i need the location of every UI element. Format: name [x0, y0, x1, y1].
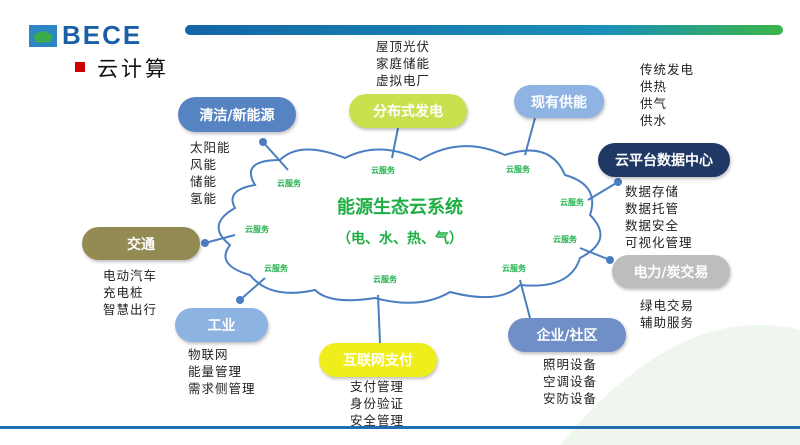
background-arc: [560, 324, 800, 445]
list-item: 家庭储能: [376, 56, 431, 71]
list-item: 智慧出行: [103, 302, 158, 317]
list-item: 空调设备: [543, 374, 598, 389]
list-item: 屋顶光伏: [376, 39, 431, 54]
list-item: 支付管理: [350, 379, 405, 394]
list-item: 绿电交易: [640, 298, 695, 313]
node-enterprise-community: 企业/社区: [508, 318, 626, 352]
node-power-carbon-trade: 电力/炭交易: [612, 255, 730, 288]
list-item: 数据存储: [625, 184, 680, 199]
list-existing: 传统发电供热供气供水: [640, 61, 694, 129]
node-internet-payment: 互联网支付: [319, 343, 437, 377]
node-industry: 工业: [175, 308, 268, 342]
cloud-service-label: 云服务: [502, 264, 526, 273]
cloud-service-label: 云服务: [264, 264, 288, 273]
list-item: 风能: [190, 157, 218, 172]
cloud-service-label: 云服务: [371, 166, 395, 175]
list-distributed: 屋顶光伏家庭储能虚拟电厂: [376, 38, 430, 89]
list-item: 太阳能: [190, 140, 231, 155]
cloud-outline: [217, 145, 602, 304]
list-item: 身份验证: [350, 396, 405, 411]
logo: BECE: [28, 20, 142, 51]
list-item: 充电桩: [103, 285, 144, 300]
list-item: 物联网: [188, 347, 229, 362]
cloud-service-label: 云服务: [373, 275, 397, 284]
list-item: 供热: [640, 79, 668, 94]
list-item: 安全管理: [350, 413, 405, 428]
cloud-service-label: 云服务: [245, 225, 269, 234]
list-item: 供气: [640, 96, 668, 111]
list-industry: 物联网能量管理需求侧管理: [188, 346, 256, 397]
slide-title: 云计算: [97, 57, 169, 81]
node-cloud-datacenter: 云平台数据中心: [598, 143, 730, 177]
logo-temple-icon: [28, 23, 58, 48]
list-item: 数据安全: [625, 218, 680, 233]
list-item: 虚拟电厂: [376, 73, 431, 88]
list-community: 照明设备空调设备安防设备: [543, 356, 597, 407]
list-datacenter: 数据存储数据托管数据安全可视化管理: [625, 183, 693, 251]
connectors: [201, 117, 622, 344]
footer-line: [0, 426, 800, 429]
list-item: 供水: [640, 113, 668, 128]
list-item: 需求侧管理: [188, 381, 256, 396]
list-item: 能量管理: [188, 364, 243, 379]
list-payment: 支付管理身份验证安全管理: [350, 378, 404, 429]
cloud-service-label: 云服务: [553, 235, 577, 244]
list-item: 氢能: [190, 191, 218, 206]
bullet-square-icon: [75, 62, 85, 72]
node-traffic: 交通: [82, 227, 200, 260]
header-bar: [185, 25, 783, 35]
logo-text: BECE: [62, 20, 143, 50]
list-item: 可视化管理: [625, 235, 693, 250]
node-existing-supply: 现有供能: [514, 85, 604, 118]
list-clean: 太阳能风能储能氢能: [190, 139, 231, 207]
list-item: 安防设备: [543, 391, 598, 406]
center-subtitle: （电、水、热、气）: [337, 231, 463, 247]
list-traffic: 电动汽车充电桩智慧出行: [103, 267, 157, 318]
cloud-service-label: 云服务: [506, 165, 530, 174]
node-clean-energy: 清洁/新能源: [178, 97, 296, 132]
center-title: 能源生态云系统: [337, 197, 463, 218]
list-item: 辅助服务: [640, 315, 695, 330]
list-item: 照明设备: [543, 357, 598, 372]
list-item: 储能: [190, 174, 218, 189]
list-item: 电动汽车: [103, 268, 158, 283]
list-trade: 绿电交易辅助服务: [640, 297, 694, 331]
list-item: 数据托管: [625, 201, 680, 216]
list-item: 传统发电: [640, 62, 695, 77]
cloud-service-label: 云服务: [560, 198, 584, 207]
node-distributed-generation: 分布式发电: [349, 94, 467, 128]
cloud-service-label: 云服务: [277, 179, 301, 188]
